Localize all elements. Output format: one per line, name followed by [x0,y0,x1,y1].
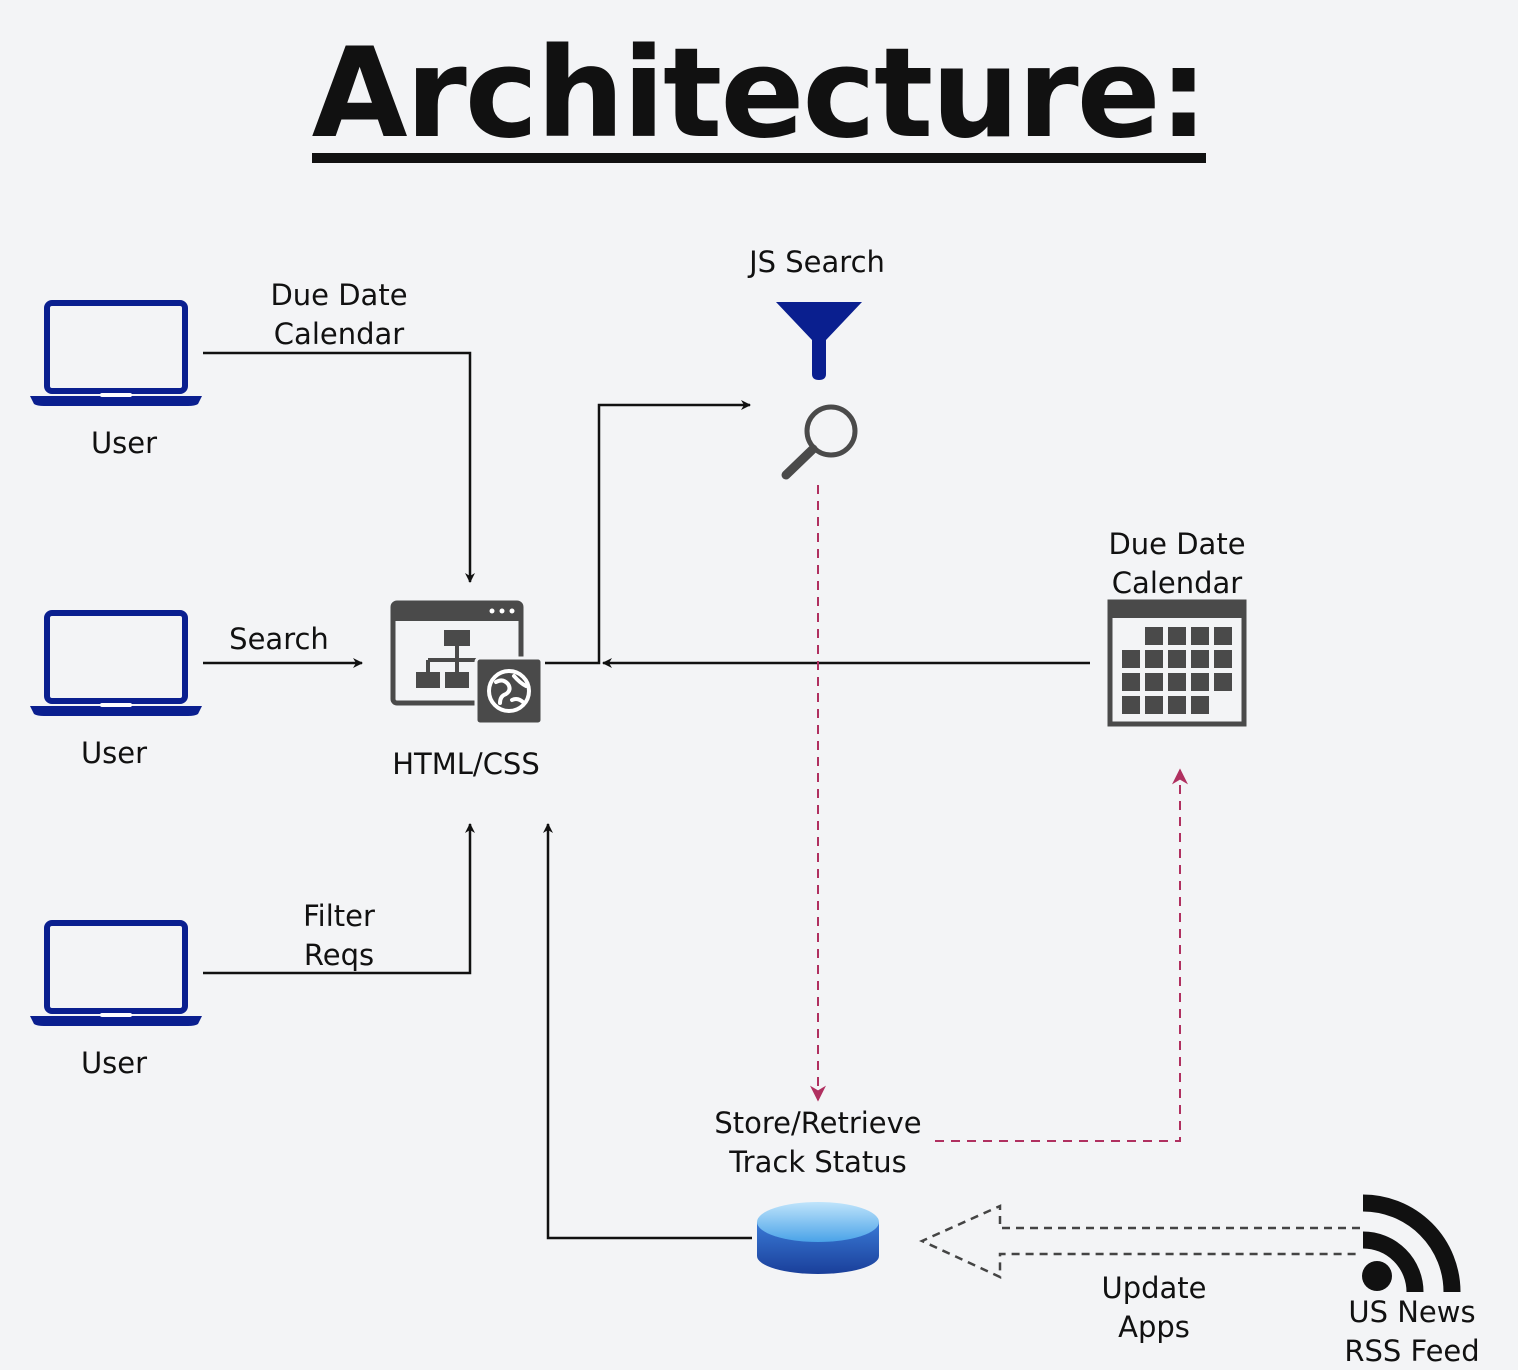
user2-label: User [81,736,147,770]
user3-laptop-icon [30,920,202,1026]
search-label: JS Search [747,245,885,279]
database-icon [757,1202,879,1274]
user2-laptop-icon [30,610,202,716]
edge-rss-to-database [918,1204,1360,1279]
edge-database-to-calendar [935,768,1188,1142]
edge-web-to-search [545,400,751,665]
edge-user3-to-web [203,823,475,975]
edge-label-update-line2: Apps [1118,1310,1190,1344]
rss-label-line2: RSS Feed [1344,1334,1479,1368]
calendar-icon [1107,599,1247,727]
database-label-line2: Track Status [728,1145,907,1179]
edge-label-due-date-line1: Due Date [270,278,407,312]
edge-label-filter-line2: Reqs [304,938,374,972]
edge-label-due-date-line2: Calendar [274,317,404,351]
funnel-icon [776,302,862,380]
calendar-label-line2: Calendar [1112,566,1242,600]
page-title: Architecture: [311,22,1208,166]
edge-user1-to-web [203,351,475,583]
calendar-label-line1: Due Date [1108,527,1245,561]
edge-label-filter-line1: Filter [303,899,375,933]
search-icon [781,404,858,480]
user3-label: User [81,1046,147,1080]
edge-label-update-line1: Update [1101,1271,1206,1305]
user1-label: User [91,426,157,460]
edge-label-search: Search [229,622,329,656]
user1-laptop-icon [30,300,202,406]
rss-label-line1: US News [1348,1295,1475,1329]
web-label: HTML/CSS [392,747,540,781]
rss-feed-icon [1362,1194,1461,1293]
database-label-line1: Store/Retrieve [714,1106,921,1140]
web-sitemap-icon [390,600,544,726]
edge-database-to-web [543,823,752,1240]
